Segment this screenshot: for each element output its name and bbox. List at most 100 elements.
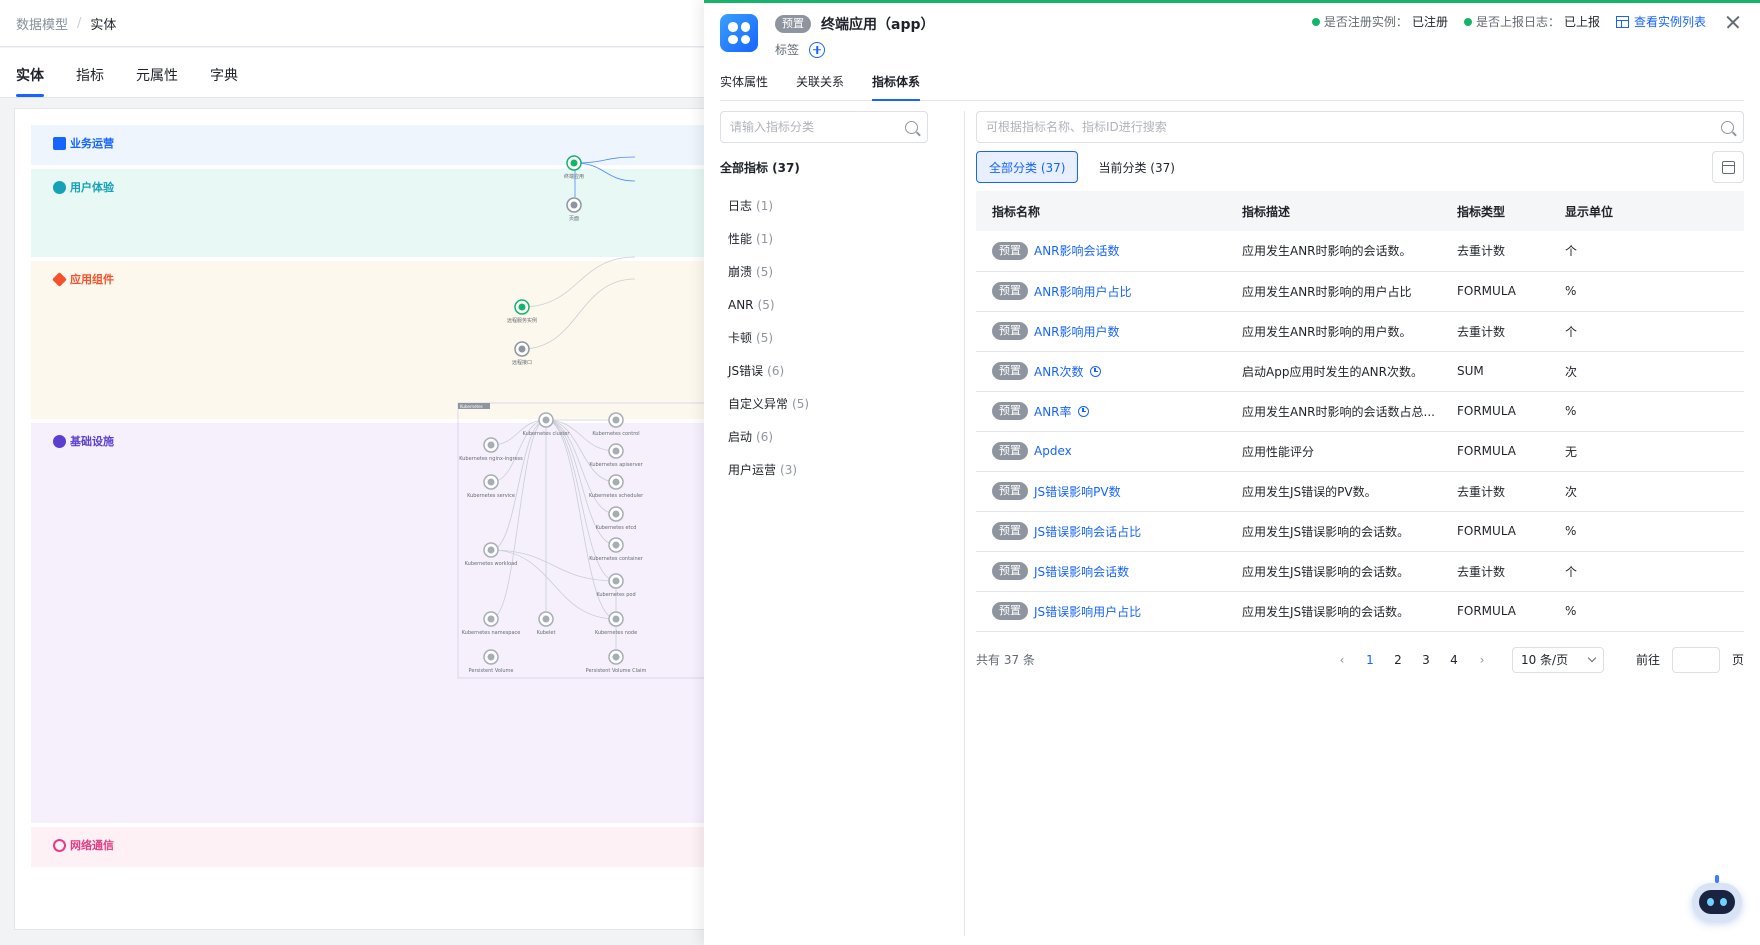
node-label: 远程服务实例: [507, 317, 537, 324]
graph-edge: [490, 419, 547, 483]
category-item[interactable]: 日志(1): [720, 189, 928, 222]
metric-name-link[interactable]: JS错误影响用户占比: [1034, 604, 1142, 619]
globe-icon: [53, 838, 66, 852]
graph-edge: [545, 419, 617, 483]
filter-row: 全部分类 (37) 当前分类 (37): [976, 151, 1744, 183]
breadcrumb-item-entity: 实体: [90, 17, 117, 33]
node-core: [612, 541, 620, 549]
category-count: (5): [756, 264, 774, 279]
column-settings-icon: [1721, 160, 1735, 174]
metric-name-link[interactable]: ANR影响用户占比: [1034, 284, 1132, 299]
category-item[interactable]: 崩溃(5): [720, 255, 928, 288]
category-name: 崩溃: [728, 265, 753, 279]
node-label: Kubernetes node: [595, 630, 637, 636]
search-icon[interactable]: [1721, 120, 1734, 134]
tab-meta-attributes[interactable]: 元属性: [136, 68, 178, 84]
category-search-input[interactable]: [730, 120, 905, 134]
search-icon[interactable]: [905, 120, 918, 134]
metric-description: 应用发生JS错误影响的会话数。: [1226, 591, 1441, 632]
page-number[interactable]: 4: [1450, 652, 1458, 667]
node-label: Kubernetes scheduler: [589, 493, 644, 499]
node-label: Kubernetes nginx-ingress: [459, 456, 523, 462]
metric-name-link[interactable]: ANR次数: [1034, 364, 1084, 379]
metric-description: 应用发生JS错误的PV数。: [1226, 471, 1441, 512]
next-page-button[interactable]: ›: [1479, 652, 1485, 667]
column-settings-button[interactable]: [1712, 151, 1744, 183]
metric-name-link[interactable]: ANR影响会话数: [1034, 244, 1120, 259]
tab-metric-system[interactable]: 指标体系: [872, 69, 921, 101]
tab-metrics[interactable]: 指标: [76, 68, 104, 84]
breadcrumb-separator: /: [77, 15, 82, 31]
node-label: Kubelet: [537, 630, 556, 636]
page-size-select[interactable]: 10 条/页: [1511, 646, 1604, 673]
view-instances-link[interactable]: 查看实例列表: [1615, 13, 1706, 30]
metric-name-link[interactable]: JS错误影响会话占比: [1034, 524, 1142, 539]
node-label: 页面: [569, 216, 579, 222]
goto-label: 前往: [1635, 653, 1660, 667]
metric-name-link[interactable]: JS错误影响PV数: [1034, 484, 1121, 499]
metric-name-link[interactable]: Apdex: [1034, 444, 1072, 458]
status-value: 已上报: [1563, 15, 1600, 29]
category-item[interactable]: JS错误(6): [720, 354, 928, 387]
node-core: [612, 416, 620, 424]
node-core: [612, 510, 620, 518]
close-icon[interactable]: [1726, 15, 1740, 29]
category-item[interactable]: ANR(5): [720, 288, 928, 321]
category-name: 卡顿: [728, 331, 753, 345]
metric-name-link[interactable]: JS错误影响会话数: [1034, 564, 1130, 579]
prev-page-button[interactable]: ‹: [1339, 652, 1345, 667]
graph-edge: [545, 419, 617, 546]
pagination-total: 共有 37 条: [976, 653, 1035, 667]
category-item[interactable]: 性能(1): [720, 222, 928, 255]
node-label: Kubernetes control: [592, 431, 639, 437]
tab-relations[interactable]: 关联关系: [796, 75, 845, 89]
lane-network-label: 网络通信: [53, 837, 114, 853]
page-number[interactable]: 2: [1394, 652, 1402, 667]
tab-entity[interactable]: 实体: [16, 65, 44, 97]
breadcrumb-item-data-model[interactable]: 数据模型: [16, 17, 69, 33]
category-item[interactable]: 自定义异常(5): [720, 387, 928, 420]
category-name: 性能: [728, 232, 753, 246]
tab-dictionary[interactable]: 字典: [210, 68, 238, 84]
node-label: Kubernetes apiserver: [589, 462, 643, 468]
preset-badge: 预置: [992, 442, 1028, 460]
category-item[interactable]: 启动(6): [720, 420, 928, 453]
category-count: (5): [756, 330, 774, 345]
assistant-robot-icon[interactable]: [1688, 875, 1746, 931]
page-number[interactable]: 3: [1422, 652, 1430, 667]
filter-current-category[interactable]: 当前分类 (37): [1098, 160, 1175, 175]
category-count: (1): [756, 198, 774, 213]
drawer-tabs: 实体属性 关联关系 指标体系: [720, 69, 1744, 101]
metric-name-link[interactable]: ANR影响用户数: [1034, 324, 1120, 339]
category-count: (5): [792, 396, 810, 411]
metric-type: FORMULA: [1441, 431, 1549, 472]
tab-entity-attributes[interactable]: 实体属性: [720, 75, 769, 89]
app-logo-icon: [720, 14, 758, 52]
page-number[interactable]: 1: [1366, 652, 1374, 667]
category-item[interactable]: 用户运营(3): [720, 453, 928, 486]
goto-page-input[interactable]: [1671, 646, 1720, 673]
metric-description: 应用发生ANR时影响的用户数。: [1226, 311, 1441, 352]
category-item[interactable]: 卡顿(5): [720, 321, 928, 354]
category-all[interactable]: 全部指标 (37): [720, 161, 800, 175]
graph-edge: [521, 278, 636, 350]
node-label: Persistent Volume: [469, 668, 514, 674]
status-dot-icon: [1463, 17, 1472, 26]
filter-all-categories[interactable]: 全部分类 (37): [976, 151, 1079, 183]
metric-name-link[interactable]: ANR率: [1034, 404, 1072, 419]
entity-graph-canvas[interactable]: 业务运营 用户体验 应用组件 基础设施 网络通信 终端应用页面远程服务实例远程接…: [14, 108, 721, 931]
metric-description: 应用发生ANR时影响的用户占比: [1226, 271, 1441, 312]
add-tag-icon[interactable]: [809, 41, 826, 58]
metric-search-input[interactable]: [986, 120, 1721, 134]
